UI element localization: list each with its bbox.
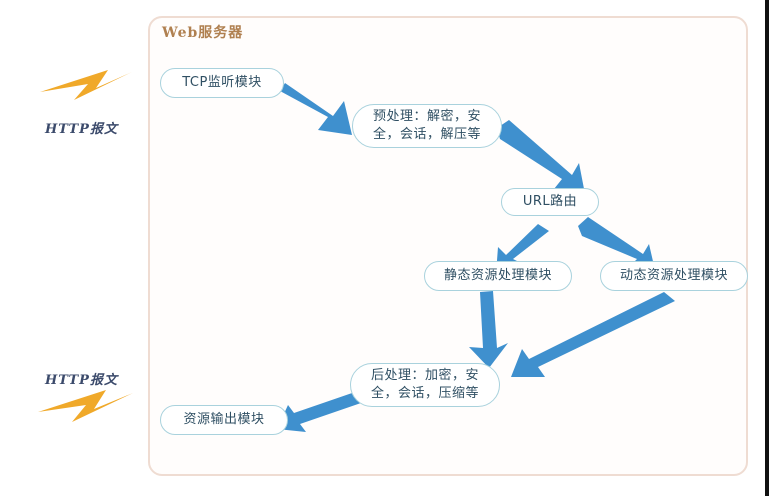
lightning-bolt-response <box>38 390 133 422</box>
node-preprocess[interactable]: 预处理：解密，安 全，会话，解压等 <box>352 104 502 148</box>
node-resource-output[interactable]: 资源输出模块 <box>160 405 288 435</box>
label-http-request: HTTP报文 <box>45 122 118 137</box>
web-server-title: Web服务器 <box>162 25 244 41</box>
node-dynamic-resource[interactable]: 动态资源处理模块 <box>600 261 748 291</box>
node-tcp-listener[interactable]: TCP监听模块 <box>160 68 284 98</box>
node-postprocess[interactable]: 后处理：加密，安 全，会话，压缩等 <box>350 363 500 407</box>
label-http-response: HTTP报文 <box>45 373 118 388</box>
right-edge-rule <box>765 0 769 496</box>
node-static-resource[interactable]: 静态资源处理模块 <box>424 261 572 291</box>
node-url-router[interactable]: URL路由 <box>501 188 599 216</box>
lightning-bolt-request <box>40 70 132 100</box>
